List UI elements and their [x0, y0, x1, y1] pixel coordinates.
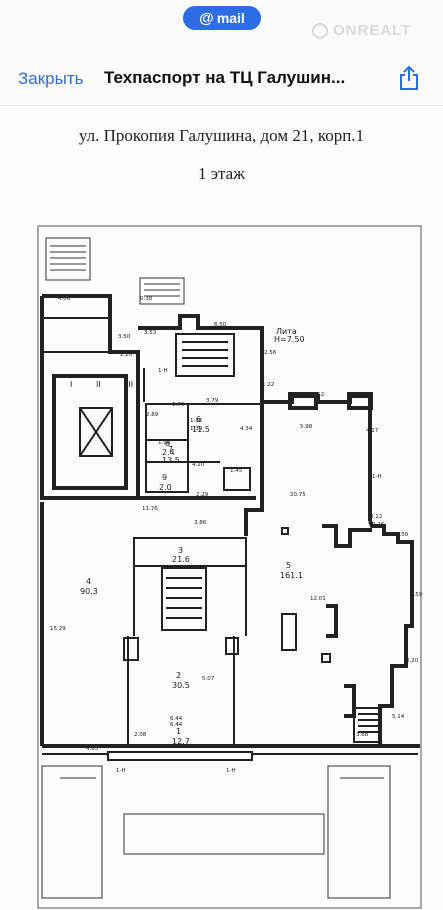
watermark: ONREALT — [312, 22, 411, 39]
svg-text:9: 9 — [162, 473, 167, 482]
svg-text:4.06: 4.06 — [58, 296, 71, 302]
svg-text:1.70: 1.70 — [172, 402, 185, 408]
svg-text:3: 3 — [178, 546, 183, 555]
svg-text:11.5: 11.5 — [192, 425, 210, 434]
svg-text:6.44: 6.44 — [170, 716, 183, 722]
svg-text:3.86: 3.86 — [194, 520, 207, 526]
svg-text:21.6: 21.6 — [172, 555, 190, 564]
svg-text:5.98: 5.98 — [300, 424, 313, 430]
svg-text:7: 7 — [168, 445, 173, 454]
svg-text:12.7: 12.7 — [172, 737, 190, 746]
mail-pill-label: mail — [216, 10, 245, 26]
svg-text:90.3: 90.3 — [80, 587, 98, 596]
svg-text:161.1: 161.1 — [280, 571, 303, 580]
svg-text:3.79: 3.79 — [206, 398, 219, 404]
document-viewer[interactable]: ул. Прокопия Галушина, дом 21, корп.1 1 … — [0, 106, 443, 910]
svg-text:4.10: 4.10 — [192, 462, 205, 468]
plan-floor: 1 этаж — [198, 164, 245, 183]
svg-text:6.44: 6.44 — [170, 722, 183, 728]
svg-text:2: 2 — [176, 671, 181, 680]
svg-text:20.75: 20.75 — [290, 492, 306, 498]
svg-text:1.22: 1.22 — [262, 382, 274, 388]
svg-text:3.68: 3.68 — [356, 732, 369, 738]
svg-text:4.65: 4.65 — [86, 746, 99, 752]
svg-text:0.20: 0.20 — [406, 658, 419, 664]
svg-text:11.76: 11.76 — [142, 506, 158, 512]
svg-text:4.17: 4.17 — [366, 428, 379, 434]
svg-text:8: 8 — [165, 439, 170, 448]
svg-text:5: 5 — [286, 561, 291, 570]
svg-text:Н=7.50: Н=7.50 — [274, 335, 305, 344]
svg-text:1.39: 1.39 — [190, 426, 203, 432]
svg-text:1-Н: 1-Н — [158, 368, 168, 374]
svg-text:6.52: 6.52 — [312, 392, 324, 398]
top-bar: @ mail ONREALT Закрыть Техпаспорт на ТЦ … — [0, 0, 443, 106]
room-II: II — [96, 380, 101, 389]
svg-text:1.45: 1.45 — [230, 468, 243, 474]
close-button[interactable]: Закрыть — [18, 69, 84, 88]
document-title: Техпаспорт на ТЦ Галушин... — [104, 68, 346, 87]
svg-text:1-Н: 1-Н — [372, 474, 382, 480]
svg-text:12.01: 12.01 — [310, 596, 326, 602]
svg-text:2.0: 2.0 — [159, 483, 172, 492]
svg-text:0.38: 0.38 — [140, 296, 153, 302]
svg-text:2.56: 2.56 — [264, 350, 277, 356]
svg-text:2.29: 2.29 — [196, 492, 209, 498]
svg-text:1.36: 1.36 — [190, 418, 203, 424]
watermark-text: ONREALT — [333, 22, 412, 39]
svg-text:Лита: Лита — [276, 327, 297, 336]
svg-text:1-Н: 1-Н — [226, 768, 236, 774]
room-I: I — [70, 380, 72, 389]
svg-text:5.07: 5.07 — [202, 676, 215, 682]
svg-text:3.50: 3.50 — [118, 334, 131, 340]
svg-text:1-Н: 1-Н — [116, 768, 126, 774]
svg-text:13.5: 13.5 — [162, 456, 180, 465]
svg-text:1: 1 — [176, 727, 181, 736]
mail-pill[interactable]: @ mail — [183, 6, 261, 30]
share-icon — [400, 65, 418, 90]
svg-text:2.50: 2.50 — [396, 532, 409, 538]
at-icon: @ — [199, 9, 214, 27]
svg-text:15.29: 15.29 — [50, 626, 66, 632]
svg-text:4.34: 4.34 — [240, 426, 253, 432]
plan-address: ул. Прокопия Галушина, дом 21, корп.1 — [78, 126, 365, 145]
svg-text:30.5: 30.5 — [172, 681, 190, 690]
svg-text:6.50: 6.50 — [214, 322, 227, 328]
watermark-logo-icon — [312, 22, 328, 39]
floor-plan: I II III 611.5 7 13.5 82.4 92.0 321.6 490… — [37, 225, 423, 909]
svg-text:2.89: 2.89 — [146, 412, 159, 418]
svg-text:2.4: 2.4 — [162, 448, 175, 457]
share-button[interactable] — [397, 64, 421, 92]
svg-text:0.26: 0.26 — [372, 522, 385, 528]
svg-text:4: 4 — [86, 577, 91, 586]
svg-text:1.59: 1.59 — [410, 592, 423, 598]
svg-text:0.12: 0.12 — [370, 514, 382, 520]
svg-text:2.08: 2.08 — [134, 732, 147, 738]
svg-text:2.20: 2.20 — [120, 352, 133, 358]
svg-text:5.14: 5.14 — [392, 714, 405, 720]
svg-text:3.53: 3.53 — [144, 330, 157, 336]
room-III: III — [126, 380, 133, 389]
svg-text:6: 6 — [196, 415, 201, 424]
svg-text:1.96: 1.96 — [158, 440, 171, 446]
